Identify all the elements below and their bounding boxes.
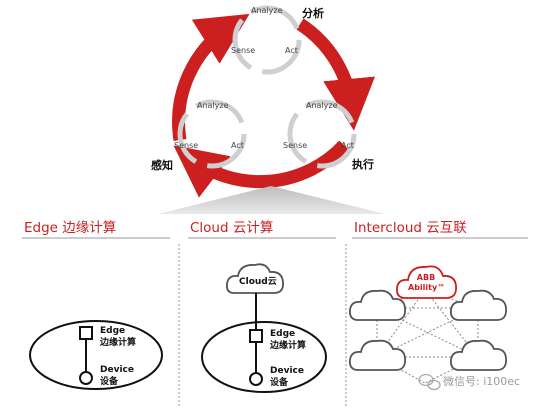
edge-section-title: Edge 边缘计算 (24, 220, 117, 236)
cloud-edge-ellipse (201, 321, 327, 393)
top-sense-label: Sense (231, 46, 256, 55)
abb-line2: Ability™ (408, 283, 446, 292)
abb-line1: ABB (416, 273, 436, 282)
red-cycle-arrows (172, 13, 376, 198)
wechat-icon (418, 373, 441, 391)
cloud-label: Cloud云 (239, 277, 277, 287)
intercloud-cloud-left-bottom (348, 339, 406, 371)
edge-node-square (79, 326, 93, 340)
abb-ability-label: ABB Ability™ (408, 273, 446, 292)
cloud-edge-node-cn-label: 边缘计算 (270, 341, 307, 351)
cloud-edge-node-square (249, 329, 263, 343)
intercloud-cloud-abb (395, 265, 457, 299)
arc-left-to-top (172, 13, 250, 142)
left-sense-label: Sense (174, 141, 199, 150)
arc-top-to-right (296, 18, 376, 131)
right-sense-label: Sense (283, 141, 308, 150)
right-act-label: Act (341, 141, 354, 150)
arc-right-to-left (173, 140, 349, 198)
device-node-cn-label: 设备 (100, 377, 119, 387)
cloud-device-node-cn-label: 设备 (270, 378, 289, 388)
top-cn-label: 分析 (302, 7, 324, 20)
section-dividers (22, 237, 528, 408)
right-analyze-label: Analyze (306, 101, 338, 110)
cloud-edge-node-label: Edge (270, 329, 296, 339)
left-act-label: Act (231, 141, 244, 150)
edge-node-label: Edge (100, 326, 126, 336)
spotlight-triangle (158, 186, 385, 214)
left-analyze-label: Analyze (197, 101, 229, 110)
edge-node-cn-label: 边缘计算 (100, 338, 137, 348)
top-act-label: Act (285, 46, 298, 55)
intercloud-section-title: Intercloud 云互联 (354, 220, 467, 236)
edge-ellipse (29, 320, 163, 390)
cloud-device-node-circle (249, 372, 263, 386)
right-cn-label: 执行 (352, 158, 374, 171)
intercloud-diagram (348, 265, 507, 384)
intercloud-cloud-right-top (449, 289, 507, 321)
edge-diagram (29, 320, 163, 390)
top-analyze-label: Analyze (251, 6, 283, 15)
intercloud-cloud-right-bottom (449, 339, 507, 371)
device-node-circle (79, 371, 93, 385)
cloud-diagram (201, 263, 327, 393)
small-cycles (177, 5, 357, 169)
left-cn-label: 感知 (151, 159, 173, 172)
cloud-device-node-label: Device (270, 366, 304, 376)
small-cycle-left (177, 99, 247, 169)
device-node-label: Device (100, 365, 134, 375)
watermark-text: 微信号: i100ec (443, 375, 521, 388)
small-cycle-top (232, 5, 302, 75)
intercloud-cloud-left-top (348, 289, 406, 321)
cloud-shape (225, 263, 284, 294)
small-cycle-right (287, 99, 357, 169)
cloud-section-title: Cloud 云计算 (190, 220, 274, 236)
